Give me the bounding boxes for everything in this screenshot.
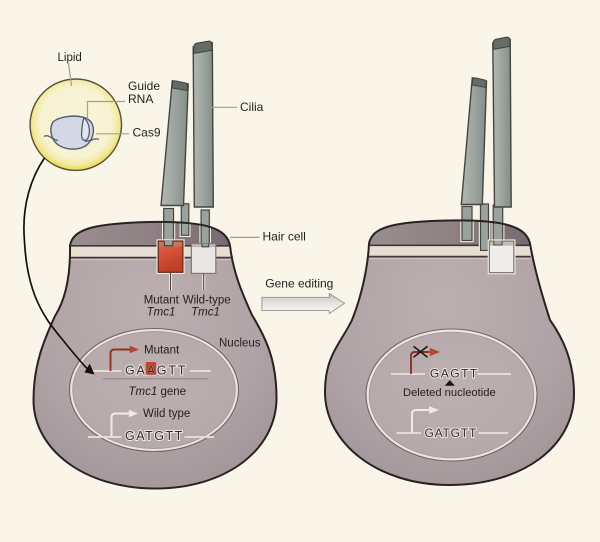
svg-text:Wild-type: Wild-type [183,295,231,307]
svg-text:GAGTT: GAGTT [430,366,479,380]
svg-text:Tmc1: Tmc1 [147,307,176,319]
svg-text:GAAGTT: GAAGTT [125,363,187,377]
svg-text:Tmc1: Tmc1 [191,307,220,319]
svg-text:Deleted nucleotide: Deleted nucleotide [403,387,496,399]
svg-text:Lipid: Lipid [58,52,82,64]
svg-text:Tmc1 gene: Tmc1 gene [129,386,187,398]
svg-text:Hair cell: Hair cell [263,230,306,244]
svg-text:Guide: Guide [128,79,160,93]
svg-text:Mutant: Mutant [144,345,180,357]
svg-text:Mutant: Mutant [144,295,180,307]
svg-text:A: A [147,363,156,377]
svg-text:RNA: RNA [128,92,153,106]
svg-text:GATGTT: GATGTT [425,426,478,440]
svg-text:Cilia: Cilia [240,100,264,114]
svg-text:Nucleus: Nucleus [219,338,261,350]
svg-text:Wild type: Wild type [143,408,190,420]
svg-text:GATGTT: GATGTT [125,429,184,443]
svg-text:Gene editing: Gene editing [265,277,333,291]
svg-text:Cas9: Cas9 [133,126,161,140]
